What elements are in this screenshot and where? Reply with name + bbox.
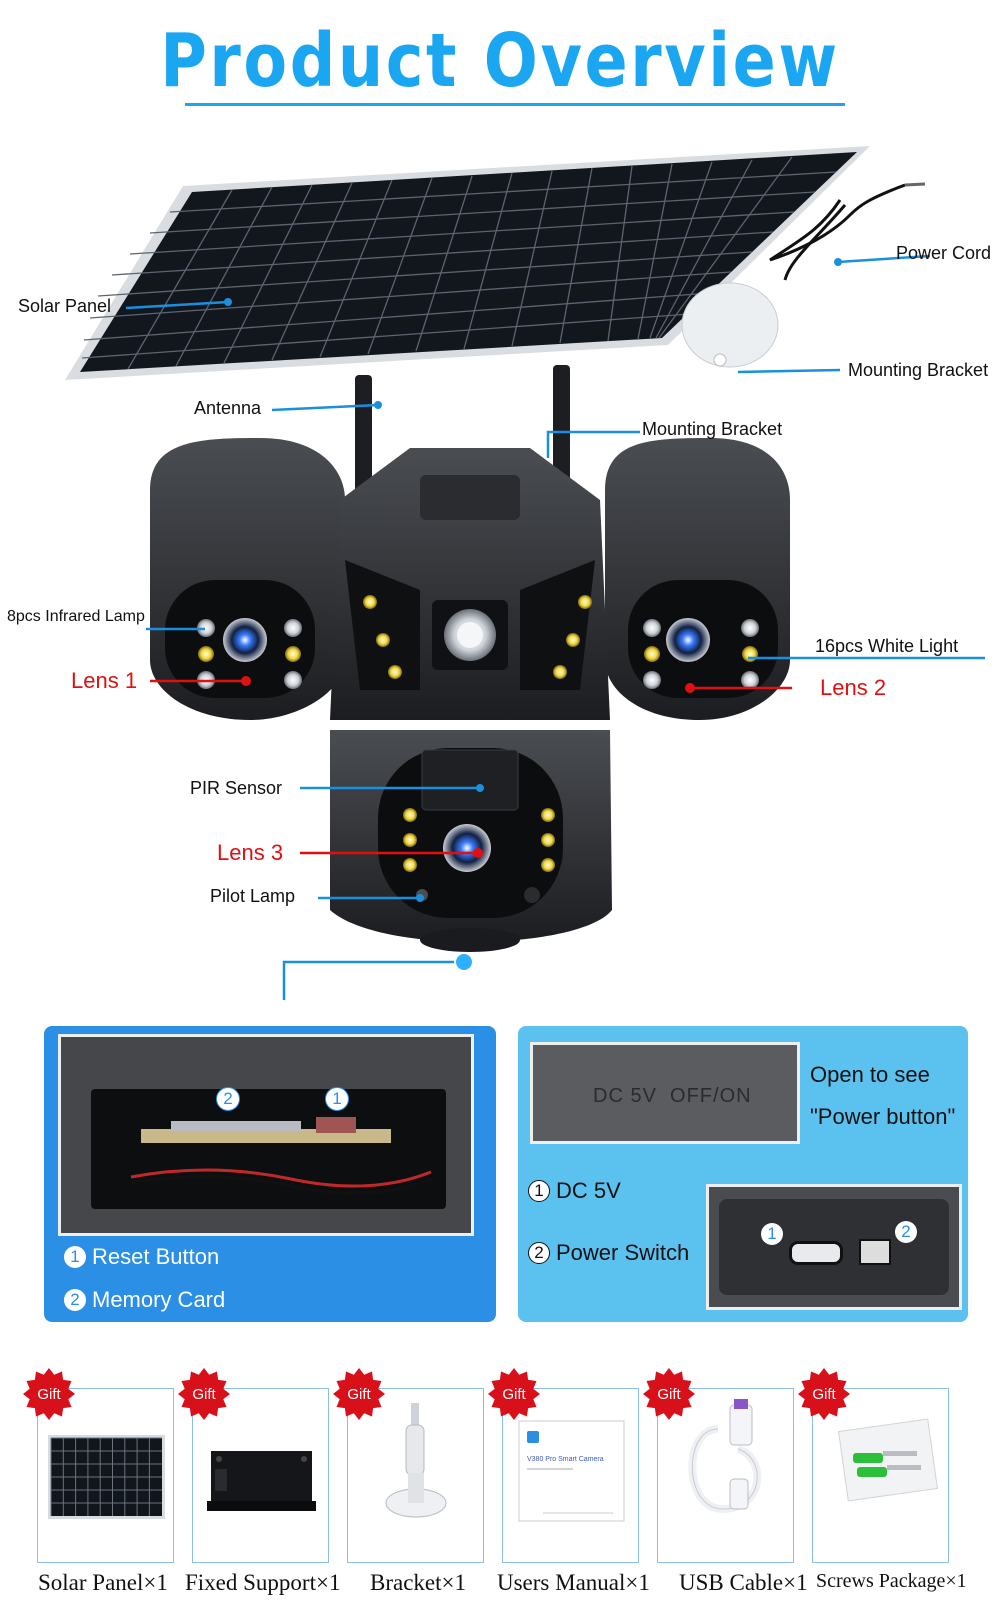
gift-picture — [823, 1415, 940, 1520]
label-mounting-bracket-top: Mounting Bracket — [848, 360, 989, 380]
photo-mark-reset-button: 1 — [325, 1087, 349, 1111]
gift-badge-text: Gift — [347, 1386, 371, 1403]
label-power-cord: Power Cord — [896, 243, 992, 263]
label-mounting-bracket-mid: Mounting Bracket — [642, 419, 783, 439]
card-slot-photo: 2 1 — [58, 1034, 474, 1236]
item-label: Power Switch — [556, 1240, 690, 1265]
camera-illustration — [65, 146, 985, 1000]
page-title: Product Overview — [160, 18, 840, 104]
photo-mark-dc: 1 — [761, 1223, 783, 1245]
switch-icon — [859, 1239, 891, 1265]
gift-badge: Gift — [178, 1368, 230, 1420]
usb-c-port-icon — [789, 1241, 843, 1265]
gift-caption: Fixed Support×1 — [185, 1570, 341, 1595]
gift-picture — [358, 1403, 475, 1528]
gift-card — [347, 1388, 484, 1563]
gift-badge-text: Gift — [657, 1386, 681, 1403]
gift-badge-text: Gift — [502, 1386, 526, 1403]
gift-star-icon: Gift — [798, 1368, 850, 1420]
port-photo: 1 2 — [706, 1184, 962, 1310]
gift-star-icon: Gift — [178, 1368, 230, 1420]
item-label: Memory Card — [92, 1287, 226, 1312]
label-solar-panel: Solar Panel — [18, 296, 112, 316]
usb-cable-icon — [688, 1399, 762, 1514]
gift-picture: V380 Pro Smart Camera — [513, 1417, 630, 1532]
cover-text: DC 5V OFF/ON — [593, 1085, 752, 1107]
screws-package-icon — [838, 1418, 938, 1502]
num-badge: 2 — [64, 1289, 86, 1311]
item-reset-button: 1 Reset Button — [64, 1244, 219, 1270]
gift-picture — [668, 1399, 785, 1524]
gift-star-icon: Gift — [23, 1368, 75, 1420]
gift-badge: Gift — [488, 1368, 540, 1420]
gift-card — [657, 1388, 794, 1563]
item-dc-5v: 1 DC 5V — [528, 1178, 621, 1204]
cover-photo: DC 5V OFF/ON — [530, 1042, 800, 1144]
gift-badge-text: Gift — [812, 1386, 836, 1403]
item-memory-card: 2 Memory Card — [64, 1287, 225, 1313]
gift-card: V380 Pro Smart Camera — [502, 1388, 639, 1563]
gift-caption: USB Cable×1 — [679, 1570, 808, 1595]
num-badge: 2 — [528, 1242, 550, 1264]
manual-icon: V380 Pro Smart Camera — [518, 1420, 625, 1522]
gift-star-icon: Gift — [488, 1368, 540, 1420]
label-pir-sensor: PIR Sensor — [190, 778, 283, 798]
card-slot-drawing — [61, 1037, 471, 1233]
label-lens-2: Lens 2 — [820, 675, 887, 700]
item-power-switch: 2 Power Switch — [528, 1240, 689, 1266]
label-white-light: 16pcs White Light — [815, 636, 959, 656]
item-label: Reset Button — [92, 1244, 220, 1269]
num-badge: 1 — [528, 1180, 550, 1202]
gift-caption: Screws Package×1 — [816, 1570, 967, 1592]
num-badge: 1 — [64, 1246, 86, 1268]
label-pilot-lamp: Pilot Lamp — [210, 886, 296, 906]
label-infrared-lamp: 8pcs Infrared Lamp — [7, 608, 145, 625]
gift-star-icon: Gift — [333, 1368, 385, 1420]
gift-badge: Gift — [333, 1368, 385, 1420]
gift-badge-text: Gift — [192, 1386, 216, 1403]
bracket-icon — [385, 1403, 447, 1518]
gift-picture — [203, 1441, 320, 1530]
title-underline — [185, 103, 845, 106]
gift-caption: Users Manual×1 — [497, 1570, 650, 1595]
gift-caption: Bracket×1 — [370, 1570, 466, 1595]
label-lens-1: Lens 1 — [71, 668, 138, 693]
gift-badge: Gift — [798, 1368, 850, 1420]
manual-title: V380 Pro Smart Camera — [527, 1456, 604, 1463]
gift-picture — [48, 1435, 165, 1524]
gift-badge-text: Gift — [37, 1386, 61, 1403]
gift-caption: Solar Panel×1 — [38, 1570, 168, 1595]
photo-mark-switch: 2 — [895, 1221, 917, 1243]
item-label: DC 5V — [556, 1178, 621, 1203]
fixed-support-icon — [207, 1451, 316, 1511]
label-antenna: Antenna — [194, 398, 262, 418]
note-line-2: "Power button" — [810, 1104, 956, 1129]
solar-panel-thumb-icon — [48, 1435, 165, 1519]
note-line-1: Open to see — [810, 1062, 930, 1087]
photo-mark-memory-card: 2 — [216, 1087, 240, 1111]
gift-card — [37, 1388, 174, 1563]
gift-card — [192, 1388, 329, 1563]
gift-badge: Gift — [643, 1368, 695, 1420]
power-panel: DC 5V OFF/ON Open to see "Power button" … — [518, 1026, 968, 1322]
label-lens-3: Lens 3 — [217, 840, 284, 865]
solar-panel — [65, 146, 870, 380]
gift-badge: Gift — [23, 1368, 75, 1420]
gift-star-icon: Gift — [643, 1368, 695, 1420]
gift-card — [812, 1388, 949, 1563]
